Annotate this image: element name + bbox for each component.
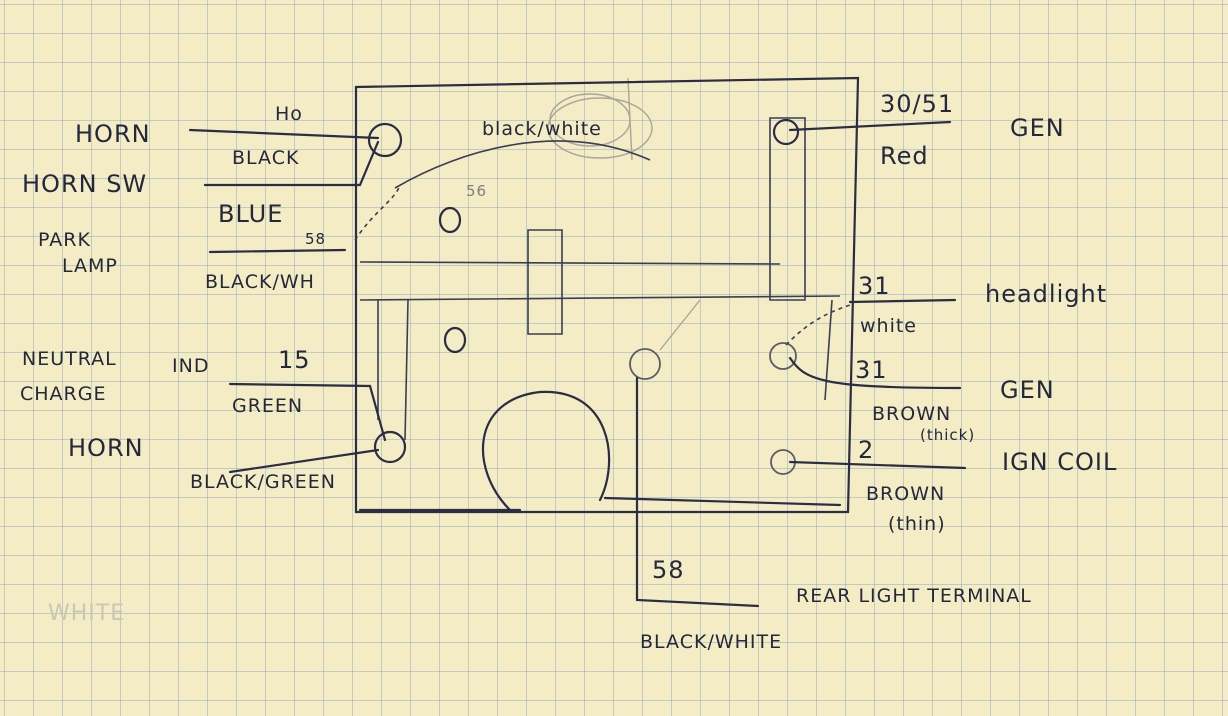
pencil-sketch-marks: [547, 77, 701, 351]
label-park: PARK: [38, 229, 91, 251]
terminal-lower-left: [443, 326, 467, 354]
label-brown-thin: BROWN: [866, 483, 945, 505]
label-ghost-white: WHITE: [48, 601, 125, 626]
bottom-wires: [358, 376, 842, 608]
terminal-15: [373, 430, 407, 464]
label-black-white-top: black/white: [482, 118, 602, 140]
label-58-bottom: 58: [652, 556, 685, 584]
terminal-horn: [367, 122, 403, 158]
label-31-mid: 31: [855, 356, 888, 384]
label-black-white-bottom: BLACK/WHITE: [640, 631, 782, 653]
label-31-top: 31: [858, 272, 891, 300]
label-58-left: 58: [305, 230, 326, 248]
label-blue: BLUE: [218, 200, 283, 228]
label-thick: (thick): [920, 426, 975, 444]
label-ind: IND: [172, 355, 209, 377]
label-headlight: headlight: [985, 280, 1107, 308]
label-black-green: BLACK/GREEN: [190, 471, 336, 493]
label-56: 56: [466, 182, 487, 200]
label-30-51: 30/51: [880, 90, 954, 118]
label-thin: (thin): [888, 513, 946, 535]
label-charge: CHARGE: [20, 383, 106, 405]
label-ign-coil: IGN COIL: [1002, 448, 1117, 476]
terminal-56-left: [438, 206, 462, 234]
label-15: 15: [278, 346, 311, 374]
label-neutral: NEUTRAL: [22, 348, 117, 370]
label-2: 2: [858, 436, 874, 464]
label-horn-sw: HORN SW: [22, 170, 147, 198]
label-black-wh: BLACK/WH: [205, 271, 315, 293]
terminal-58-bottom: [629, 348, 661, 380]
label-rear-light: REAR LIGHT TERMINAL: [796, 585, 1032, 607]
label-horn-top: HORN: [75, 120, 151, 148]
label-lamp: LAMP: [62, 255, 118, 277]
label-ho: Ho: [275, 103, 303, 125]
label-horn-bottom: HORN: [68, 434, 144, 462]
terminal-31: [769, 342, 797, 370]
right-wires: [785, 120, 967, 470]
label-gen-top: GEN: [1010, 114, 1065, 142]
label-green: GREEN: [232, 395, 303, 417]
label-black: BLACK: [232, 147, 299, 169]
label-brown-thick: BROWN: [872, 403, 951, 425]
label-red: Red: [880, 142, 929, 170]
switch-housing: [354, 76, 860, 514]
terminal-30-51: [772, 118, 800, 146]
label-white: white: [860, 315, 917, 337]
left-wires: [188, 128, 651, 474]
label-gen-mid: GEN: [1000, 376, 1055, 404]
